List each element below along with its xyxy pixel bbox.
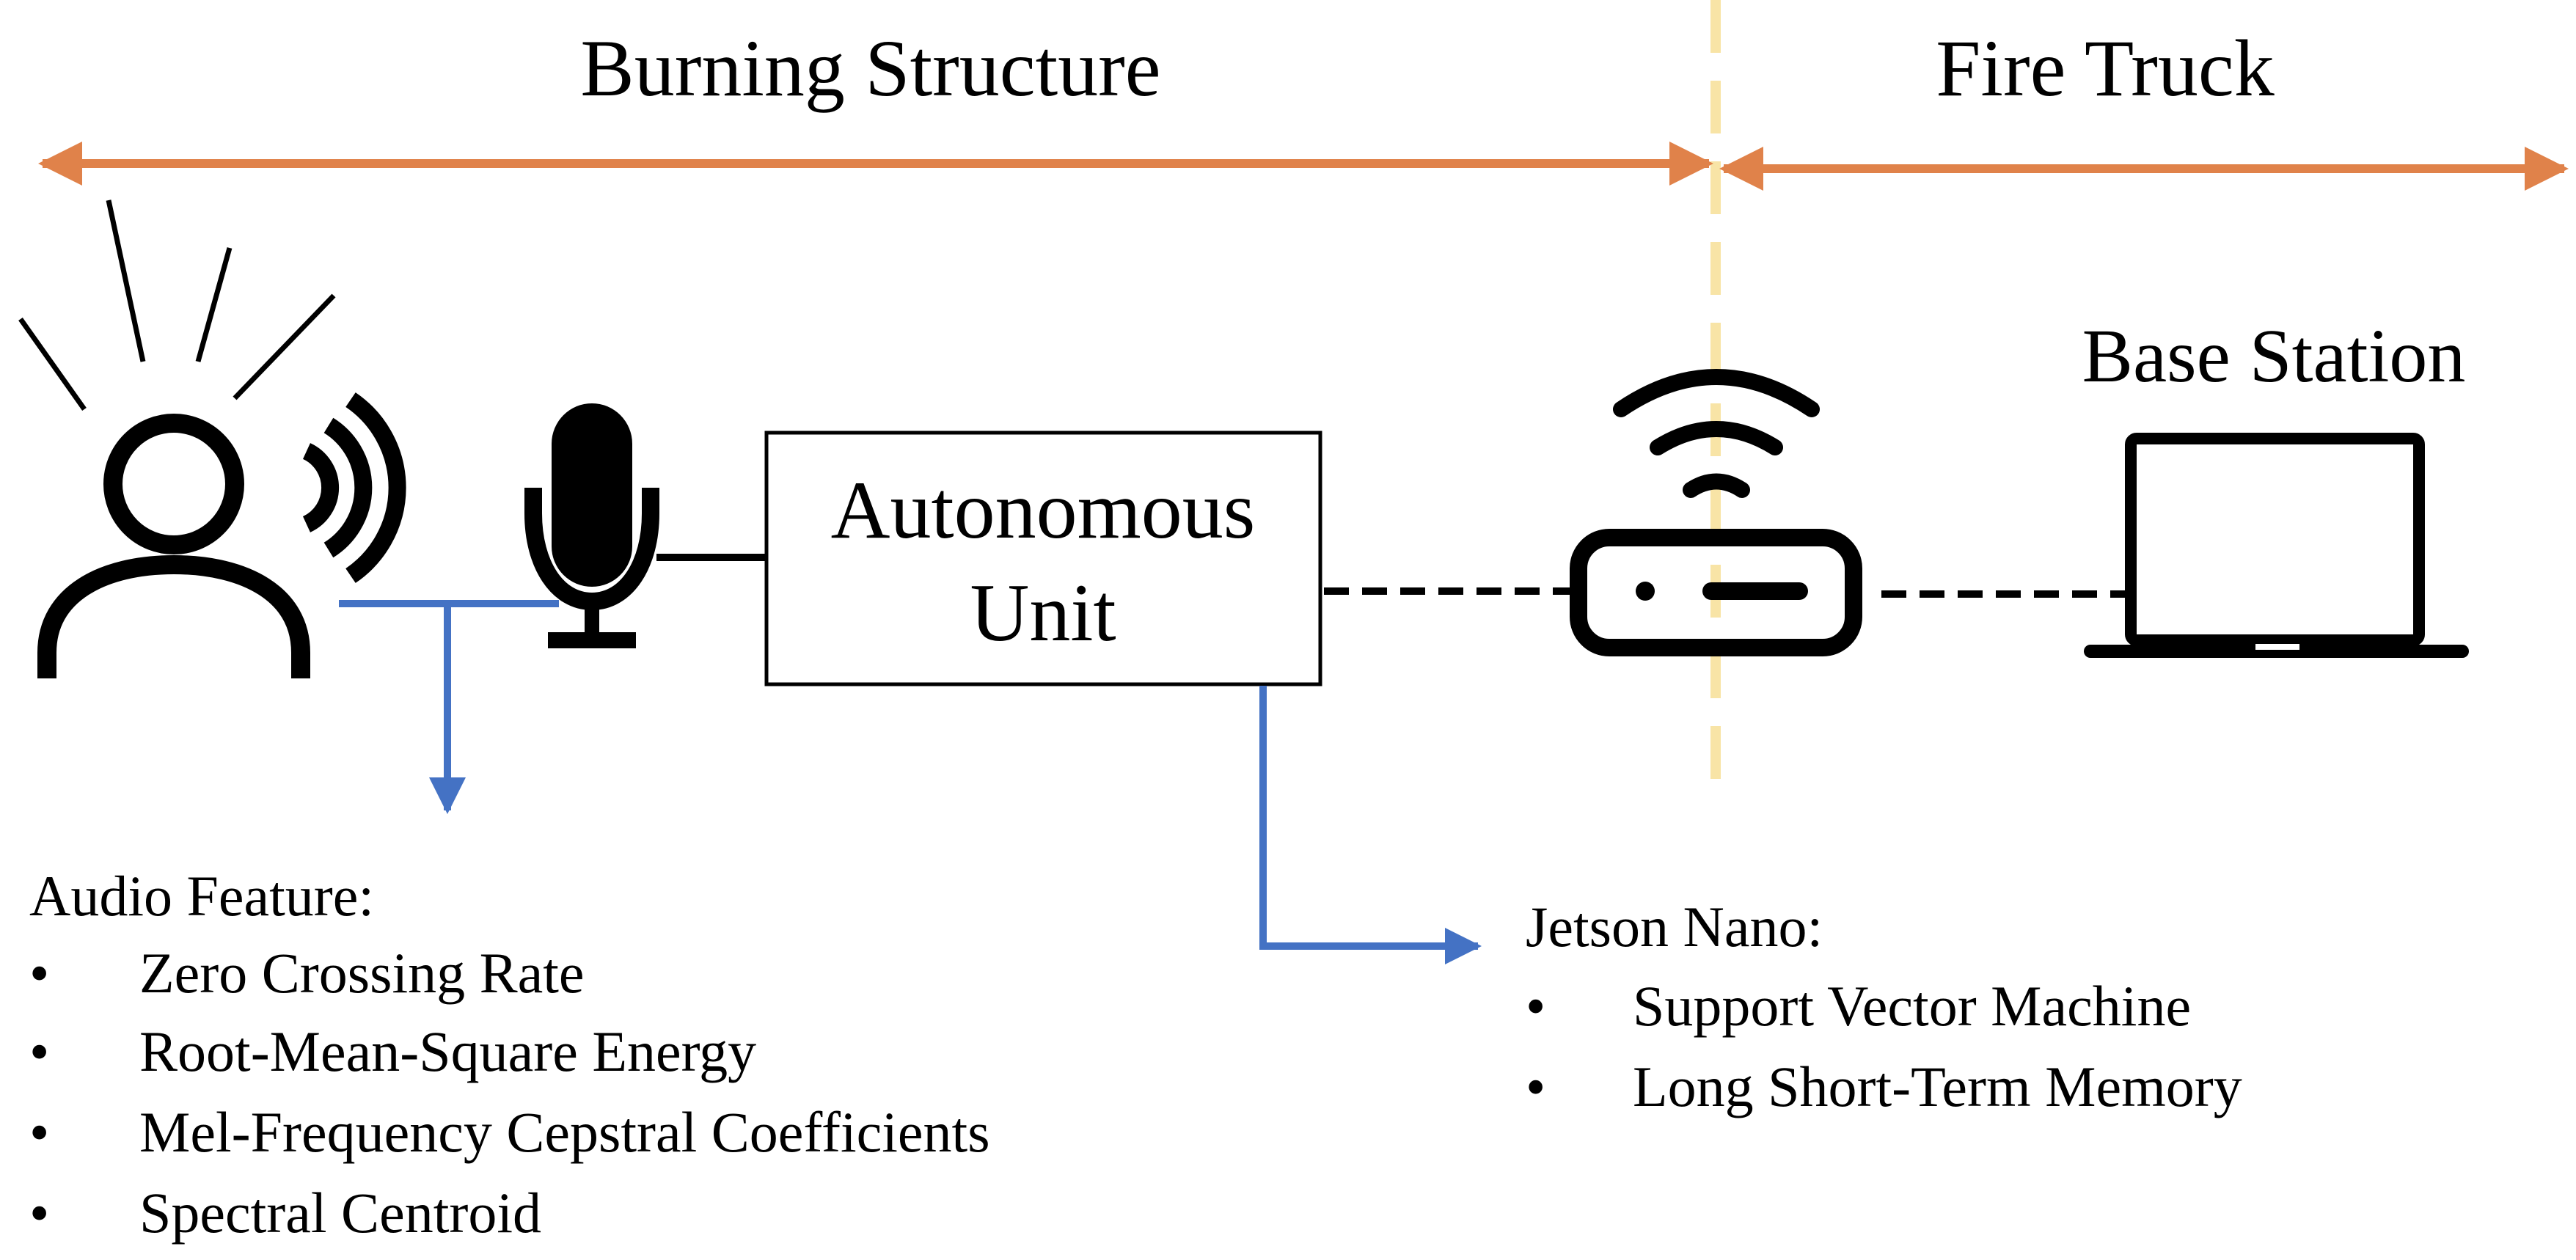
autonomous-unit-box [764, 431, 1322, 686]
audio-feature-list: • Zero Crossing Rate • Root-Mean-Square … [29, 941, 990, 1245]
list-bullet: • [1526, 974, 1545, 1038]
list-bullet: • [29, 1181, 49, 1245]
base-station-label: Base Station [2082, 314, 2466, 398]
list-item: Support Vector Machine [1633, 974, 2191, 1038]
autonomous-unit-label-line2: Unit [970, 568, 1116, 659]
list-item: Mel-Frequency Cepstral Coefficients [139, 1100, 990, 1164]
autonomous-unit-label-line1: Autonomous [831, 465, 1256, 556]
jetson-nano-title: Jetson Nano: [1526, 895, 1823, 959]
person-shouting-icon [18, 199, 406, 678]
list-item: Zero Crossing Rate [139, 941, 585, 1005]
microphone-icon [524, 403, 659, 648]
list-bullet: • [1526, 1055, 1545, 1118]
list-bullet: • [29, 1100, 49, 1164]
wifi-router-icon [1570, 369, 1862, 656]
burning-structure-label: Burning Structure [580, 23, 1160, 113]
audio-feature-title: Audio Feature: [29, 864, 374, 928]
list-item: Spectral Centroid [139, 1181, 541, 1245]
fire-truck-label: Fire Truck [1936, 23, 2274, 113]
list-bullet: • [29, 1019, 49, 1083]
list-bullet: • [29, 941, 49, 1005]
list-item: Root-Mean-Square Energy [139, 1019, 756, 1083]
laptop-icon [2084, 433, 2469, 658]
jetson-nano-connector [1259, 686, 1482, 964]
list-item: Long Short-Term Memory [1633, 1055, 2242, 1118]
jetson-nano-list: • Support Vector Machine • Long Short-Te… [1526, 974, 2242, 1118]
